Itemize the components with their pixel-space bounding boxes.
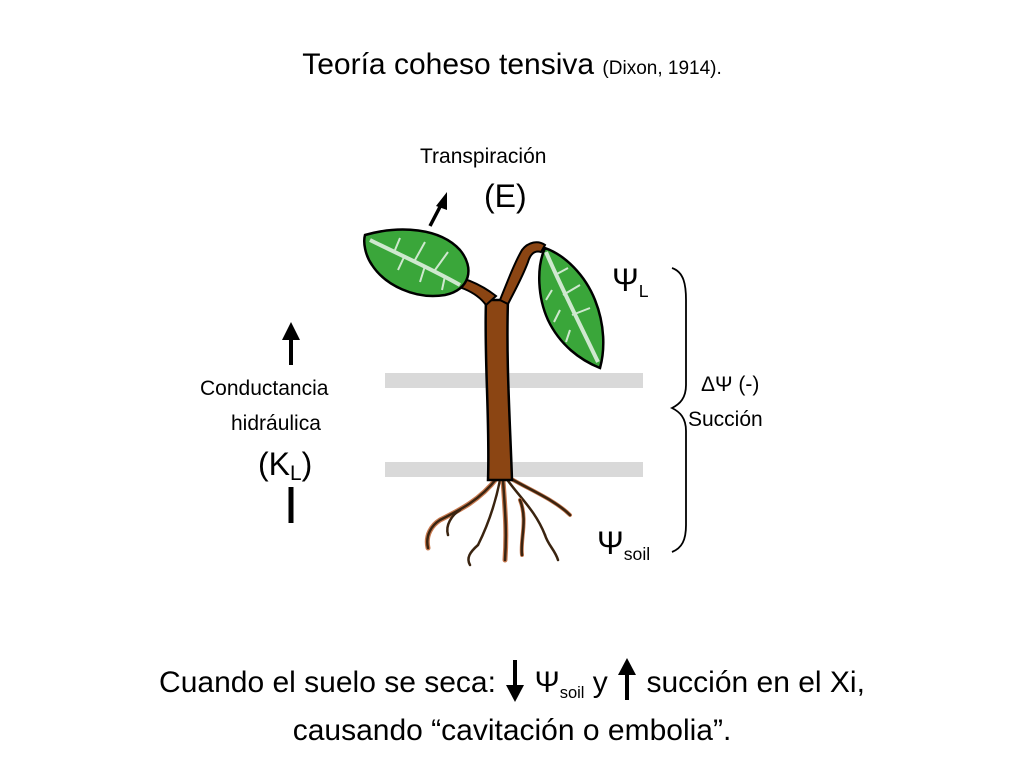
psi-soil-label: Ψsoil: [597, 525, 650, 565]
title-citation: (Dixon, 1914).: [602, 58, 722, 79]
conclusion-psi: Ψ: [534, 666, 560, 699]
right-branch: [498, 241, 547, 306]
down-arrow-icon: [506, 660, 525, 702]
psi-leaf-subscript: L: [638, 281, 649, 302]
psi-leaf-symbol: Ψ: [612, 262, 639, 298]
transpiration-label: Transpiración: [420, 145, 547, 168]
soil-band-upper: [385, 373, 643, 388]
psi-soil-subscript: soil: [623, 544, 651, 565]
soil-band-lower: [385, 462, 643, 477]
up-arrow-icon: [618, 658, 637, 700]
kl-subscript: L: [290, 462, 302, 486]
transpiration-symbol: (E): [484, 178, 527, 214]
conductance-label-line1: Conductancia: [200, 377, 329, 400]
conclusion-part1: Cuando el suelo se seca:: [159, 666, 505, 699]
left-leaf: [363, 228, 470, 298]
roots: [424, 475, 572, 567]
psi-leaf-label: ΨL: [612, 262, 649, 302]
stem: [484, 298, 514, 482]
gradient-brace: [669, 267, 687, 553]
conclusion-text: Cuando el suelo se seca: Ψsoil y succión…: [0, 658, 1024, 750]
kl-open: (K: [258, 446, 290, 482]
conclusion-line2: causando “cavitación o embolia”.: [292, 713, 732, 747]
kl-close: ): [301, 446, 313, 482]
conductance-symbol: (KL): [258, 446, 312, 486]
conclusion-line1: Cuando el suelo se seca: Ψsoil y succión…: [0, 658, 1024, 712]
gradient-suction-label: Succión: [688, 408, 763, 431]
page-title: Teoría coheso tensiva (Dixon, 1914).: [0, 48, 1024, 82]
conclusion-part3: succión en el Xi,: [646, 666, 865, 699]
conductance-up-arrow: [282, 322, 300, 365]
psi-soil-symbol: Ψ: [597, 525, 624, 561]
conductance-label-line2: hidráulica: [231, 412, 321, 435]
transpiration-arrow: [428, 192, 447, 227]
conclusion-part2: y: [584, 666, 617, 699]
title-main: Teoría coheso tensiva: [302, 48, 595, 81]
right-leaf: [538, 246, 605, 370]
conclusion-psi-subscript: soil: [559, 683, 585, 702]
gradient-delta-label: ΔΨ (-): [701, 373, 760, 396]
